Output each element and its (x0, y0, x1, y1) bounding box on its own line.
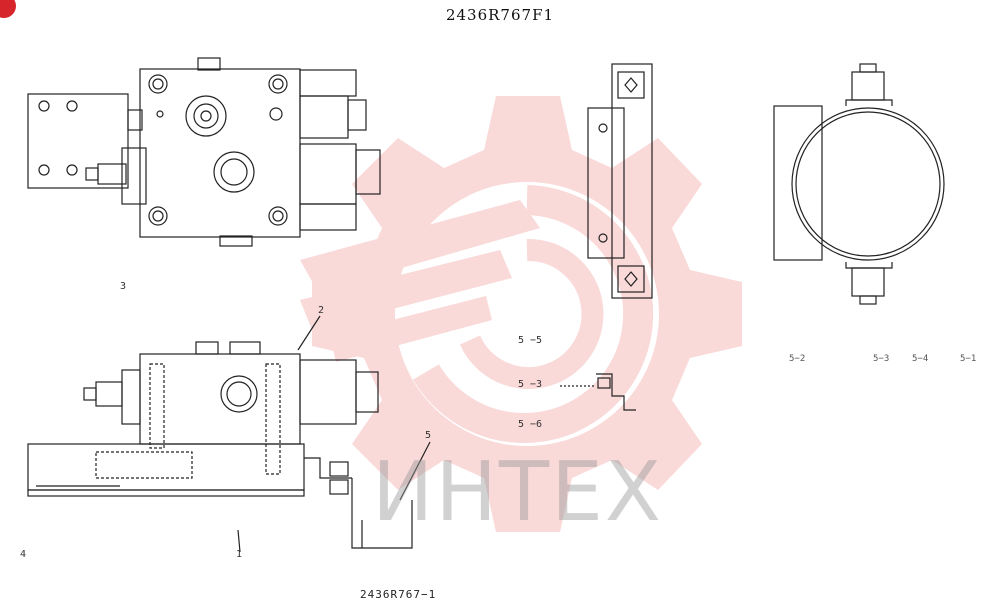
watermark-text: ИНТЕХ (372, 445, 664, 540)
drawing-number: 2436R767−1 (360, 588, 437, 601)
callout-view-3: 3 (120, 281, 127, 292)
callout-1: 1 (236, 549, 243, 560)
watermark-gear-logo (300, 96, 742, 532)
callout-5-3: 5 −3 (518, 379, 543, 390)
valve-side-view (27, 315, 431, 553)
callout-5-5: 5 −5 (518, 335, 543, 346)
bracket-callout-5-2: 5−2 (789, 354, 806, 364)
valve-top-view (27, 57, 381, 247)
bracket-callout-5-3: 5−3 (873, 354, 890, 364)
callout-5-6: 5 −6 (518, 419, 543, 430)
callout-2: 2 (318, 305, 325, 316)
callout-5: 5 (425, 430, 432, 441)
pipe-clamp-detail (773, 63, 945, 305)
callout-view-4: 4 (20, 549, 27, 560)
bracket-callout-5-4: 5−4 (912, 354, 929, 364)
corner-badge (0, 0, 16, 18)
page-title: 2436R767F1 (445, 6, 555, 24)
strap-detail (560, 63, 653, 411)
bracket-callout-5-1: 5−1 (960, 354, 977, 364)
